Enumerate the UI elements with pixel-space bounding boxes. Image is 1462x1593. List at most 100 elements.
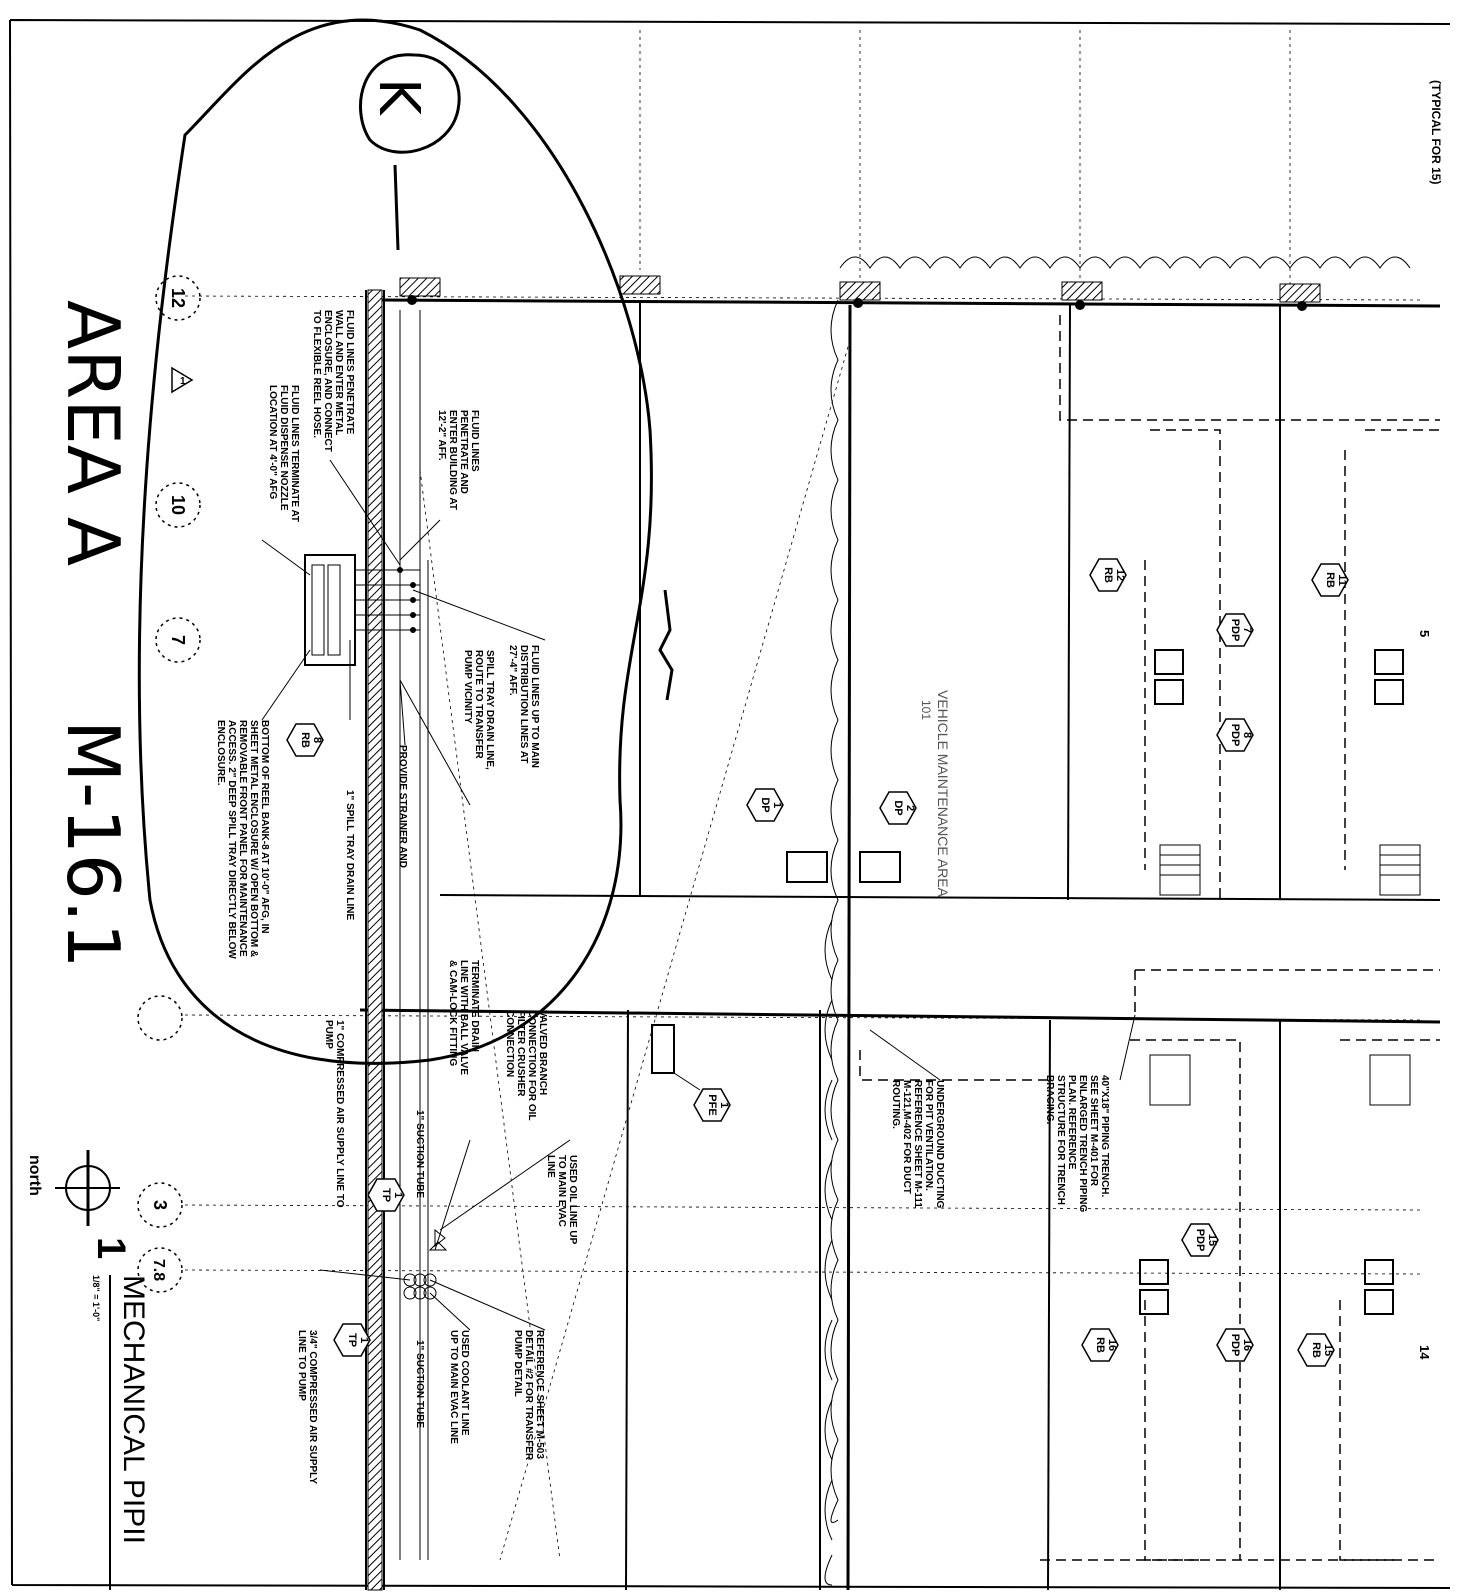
note-suction-tube-2: 1" SUCTION TUBE: [414, 1340, 425, 1429]
note-fluid-up-to-main: FLUID LINES UP TO MAIN DISTRIBUTION LINE…: [507, 645, 540, 768]
svg-text:8: 8: [311, 737, 323, 743]
sheet-border: [9, 19, 1451, 1589]
svg-text:RB: RB: [1102, 567, 1114, 583]
svg-text:1: 1: [358, 1337, 370, 1343]
tag-pdp-16: PDP 16: [1216, 1328, 1254, 1362]
note-compressed-air-3-4: 3/4" COMPRESSED AIR SUPPLY LINE TO PUMP: [296, 1330, 318, 1484]
svg-text:1: 1: [180, 376, 186, 387]
svg-text:RB: RB: [1094, 1337, 1106, 1353]
handwritten-k-circle: [358, 53, 461, 154]
svg-text:1: 1: [771, 802, 783, 808]
note-used-oil: USED OIL LINE UP TO MAIN EVAC LINE: [545, 1155, 578, 1245]
column-pads: [399, 275, 1321, 311]
north-arrow-icon: [55, 1150, 120, 1226]
stair-symbols: [1149, 844, 1421, 1106]
tag-dp-1: DP 1: [746, 788, 784, 822]
svg-text:7: 7: [168, 635, 188, 645]
room-number: 101: [919, 700, 933, 720]
svg-text:DP: DP: [892, 800, 904, 815]
svg-text:10: 10: [168, 495, 188, 515]
tag-rb-8: RB 8: [286, 723, 324, 757]
svg-text:12: 12: [1114, 569, 1126, 581]
tag-pdp-7: PDP 7: [1216, 613, 1254, 647]
tag-tp-1: TP 1: [367, 1178, 405, 1212]
svg-text:RB: RB: [1324, 572, 1336, 588]
svg-text:7: 7: [1241, 627, 1253, 633]
svg-text:7.8: 7.8: [150, 1259, 167, 1281]
svg-text:2: 2: [904, 805, 916, 811]
north-label: north: [26, 1155, 43, 1196]
tag-rb-16: RB 16: [1081, 1328, 1119, 1362]
tag-pdp-15: PDP 15: [1181, 1223, 1219, 1257]
svg-text:RB: RB: [1310, 1342, 1322, 1358]
note-spill-tray-route: SPILL TRAY DRAIN LINE, ROUTE TO TRANSFER…: [462, 650, 495, 770]
svg-text:PDP: PDP: [1229, 1334, 1241, 1357]
note-underground-ducting: UNDERGROUND DUCTING FOR PIT VENTILATION.…: [890, 1080, 945, 1209]
grid-bubble: 12: [155, 275, 201, 321]
svg-text:3: 3: [150, 1200, 170, 1210]
revision-cloud-column: [830, 299, 839, 1523]
equipment-boxes: [651, 649, 1404, 1315]
svg-text:14: 14: [1417, 1345, 1432, 1360]
svg-text:15: 15: [1206, 1234, 1218, 1246]
handwritten-sheet-ref: M-16.1: [51, 720, 135, 968]
note-fluid-terminate: FLUID LINES TERMINATE AT FLUID DISPENSE …: [267, 385, 300, 523]
tag-tp-1: TP 1: [333, 1323, 371, 1357]
svg-text:11: 11: [1336, 574, 1348, 586]
svg-text:1: 1: [718, 1102, 730, 1108]
note-reel-bank: BOTTOM OF REEL BANK-8 AT 10'-0" AFG, IN …: [215, 720, 270, 959]
note-provide-strainer: PROVIDE STRAINER AND: [397, 745, 408, 868]
note-reference-m503: REFERENCE SHEET M-503 DETAIL #2 FOR TRAN…: [512, 1330, 545, 1461]
grid-bubble: 7.8: [137, 1247, 183, 1293]
svg-text:RB: RB: [299, 732, 311, 748]
note-fluid-penetrate-wall: FLUID LINES PENETRATE WALL AND ENTER MET…: [311, 310, 355, 452]
leader-lines: [261, 459, 1136, 1331]
svg-text:1: 1: [392, 1192, 404, 1198]
drawing-number: 1: [89, 1237, 133, 1259]
revision-cloud-top: [839, 256, 1411, 269]
svg-text:PDP: PDP: [1194, 1229, 1206, 1252]
svg-text:12: 12: [168, 288, 188, 308]
tag-pfe-1: PFE 1: [693, 1088, 731, 1122]
svg-text:5: 5: [1417, 630, 1432, 637]
note-compressed-air-1: 1" COMPRESSED AIR SUPPLY LINE TO PUMP: [323, 1020, 345, 1208]
transfer-pump-cluster: [403, 1228, 448, 1300]
svg-text:PDP: PDP: [1229, 724, 1241, 747]
grid-bubble: 10: [155, 482, 201, 528]
svg-text:16: 16: [1106, 1339, 1118, 1351]
note-terminate-drain: TERMINATE DRAIN LINE WITH BALL VALVE & C…: [447, 960, 480, 1075]
svg-text:PFE: PFE: [706, 1094, 718, 1115]
note-used-coolant: USED COOLANT LINE UP TO MAIN EVAC LINE: [448, 1330, 470, 1444]
svg-text:16: 16: [1241, 1339, 1253, 1351]
note-valved-branch: VALVED BRANCH CONNECTION FOR OIL FILTER …: [504, 1010, 548, 1121]
handwritten-squiggle: [658, 589, 674, 701]
scalloped-wall: [824, 919, 833, 1586]
handwritten-circle-markup: [137, 18, 653, 1065]
tag-rb-11: RB 11: [1311, 563, 1349, 597]
tag-rb-15: RB 15: [1297, 1333, 1335, 1367]
piping-trench-strip: [367, 289, 383, 1591]
note-spill-tray-drain: 1" SPILL TRAY DRAIN LINE: [344, 790, 355, 921]
partial-tag: 5 14: [1417, 630, 1432, 1360]
handwritten-k: K: [366, 78, 431, 116]
svg-text:8: 8: [1241, 732, 1253, 738]
drawing-scale: 1/8" = 1'-0": [91, 1275, 101, 1321]
grid-bubble: 7: [155, 617, 201, 663]
svg-text:TP: TP: [346, 1333, 358, 1347]
room-label: VEHICLE MAINTENANCE AREA: [935, 690, 951, 898]
svg-text:15: 15: [1322, 1344, 1334, 1356]
tag-dp-2: DP 2: [879, 791, 917, 825]
grid-bubble: 3: [137, 1182, 183, 1228]
note-fluid-enter-building: FLUID LINES PENETRATE AND ENTER BUILDING…: [436, 410, 480, 510]
handwritten-area-label: AREA A: [51, 300, 135, 566]
drawing-title: MECHANICAL PIPII: [117, 1275, 150, 1544]
tag-rb-12: RB 12: [1089, 558, 1127, 592]
svg-text:DP: DP: [759, 797, 771, 812]
tag-pdp-8: PDP 8: [1216, 718, 1254, 752]
note-piping-trench: 40"X18" PIPING TRENCH. SEE SHEET M-401 F…: [1044, 1075, 1110, 1213]
revision-delta-icon: 1: [171, 366, 194, 394]
corner-note: (TYPICAL FOR 15): [1429, 80, 1443, 184]
svg-text:TP: TP: [380, 1188, 392, 1202]
svg-text:PDP: PDP: [1229, 619, 1241, 642]
